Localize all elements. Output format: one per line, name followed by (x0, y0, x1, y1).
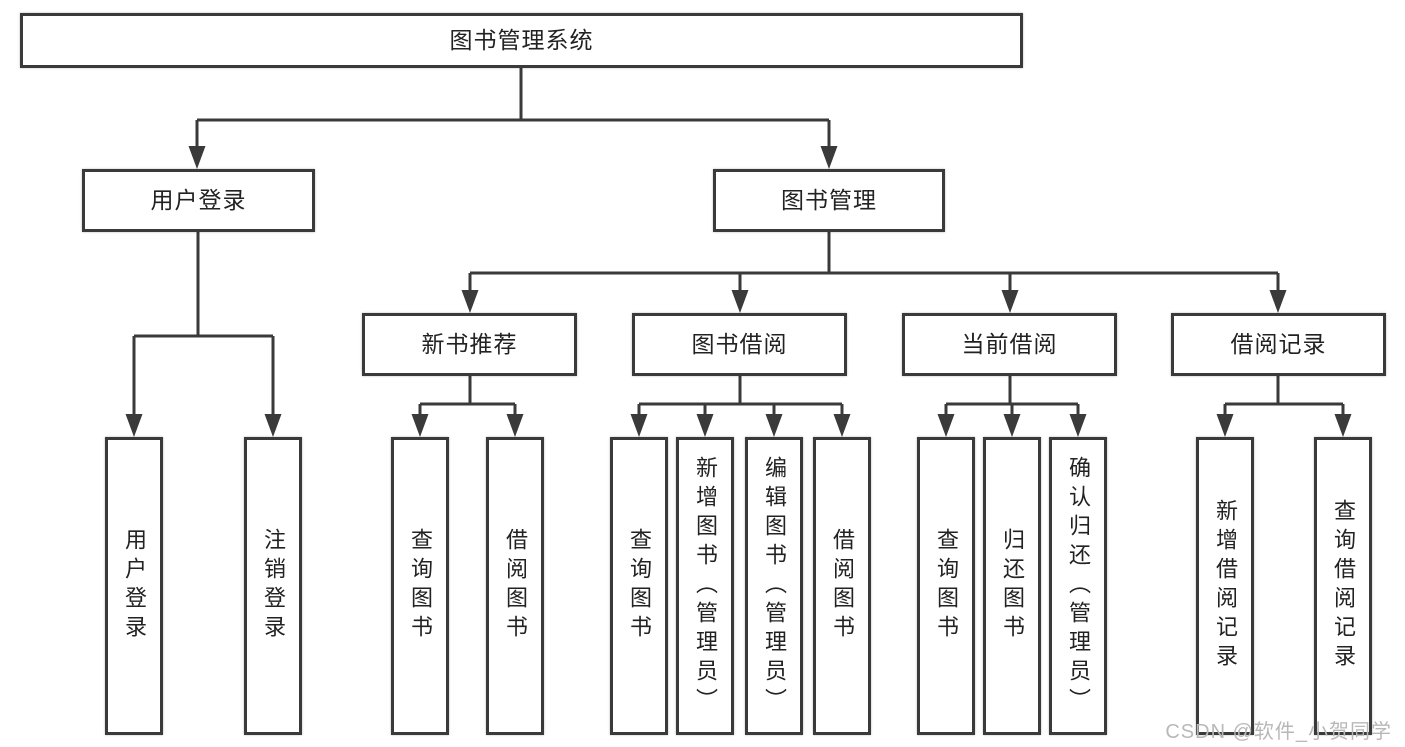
node-book-management: 图书管理 (713, 169, 945, 232)
leaf-logout: 注销登录 (244, 437, 302, 735)
leaf-br-add-record: 新增借阅记录 (1196, 437, 1254, 735)
node-new-book-recommend: 新书推荐 (362, 313, 577, 376)
leaf-cb-query-books: 查询图书 (917, 437, 975, 735)
leaf-user-login: 用户登录 (105, 437, 163, 735)
leaf-cb-return-books: 归还图书 (983, 437, 1041, 735)
leaf-bb-add-books-admin: 新增图书（管理员） (676, 437, 734, 735)
leaf-nbr-query-books: 查询图书 (391, 437, 449, 735)
leaf-bb-borrow-books: 借阅图书 (813, 437, 871, 735)
leaf-bb-edit-books-admin: 编辑图书（管理员） (745, 437, 803, 735)
node-user-login: 用户登录 (82, 169, 315, 232)
node-borrow-records: 借阅记录 (1171, 313, 1386, 376)
node-root: 图书管理系统 (20, 13, 1023, 68)
node-current-borrow: 当前借阅 (902, 313, 1117, 376)
leaf-br-query-record: 查询借阅记录 (1314, 437, 1372, 735)
leaf-cb-confirm-return-admin: 确认归还（管理员） (1049, 437, 1107, 735)
leaf-bb-query-books: 查询图书 (610, 437, 668, 735)
node-book-borrow: 图书借阅 (632, 313, 847, 376)
leaf-nbr-borrow-books: 借阅图书 (486, 437, 544, 735)
csdn-watermark: CSDN @软件_小贺同学 (1165, 721, 1392, 743)
